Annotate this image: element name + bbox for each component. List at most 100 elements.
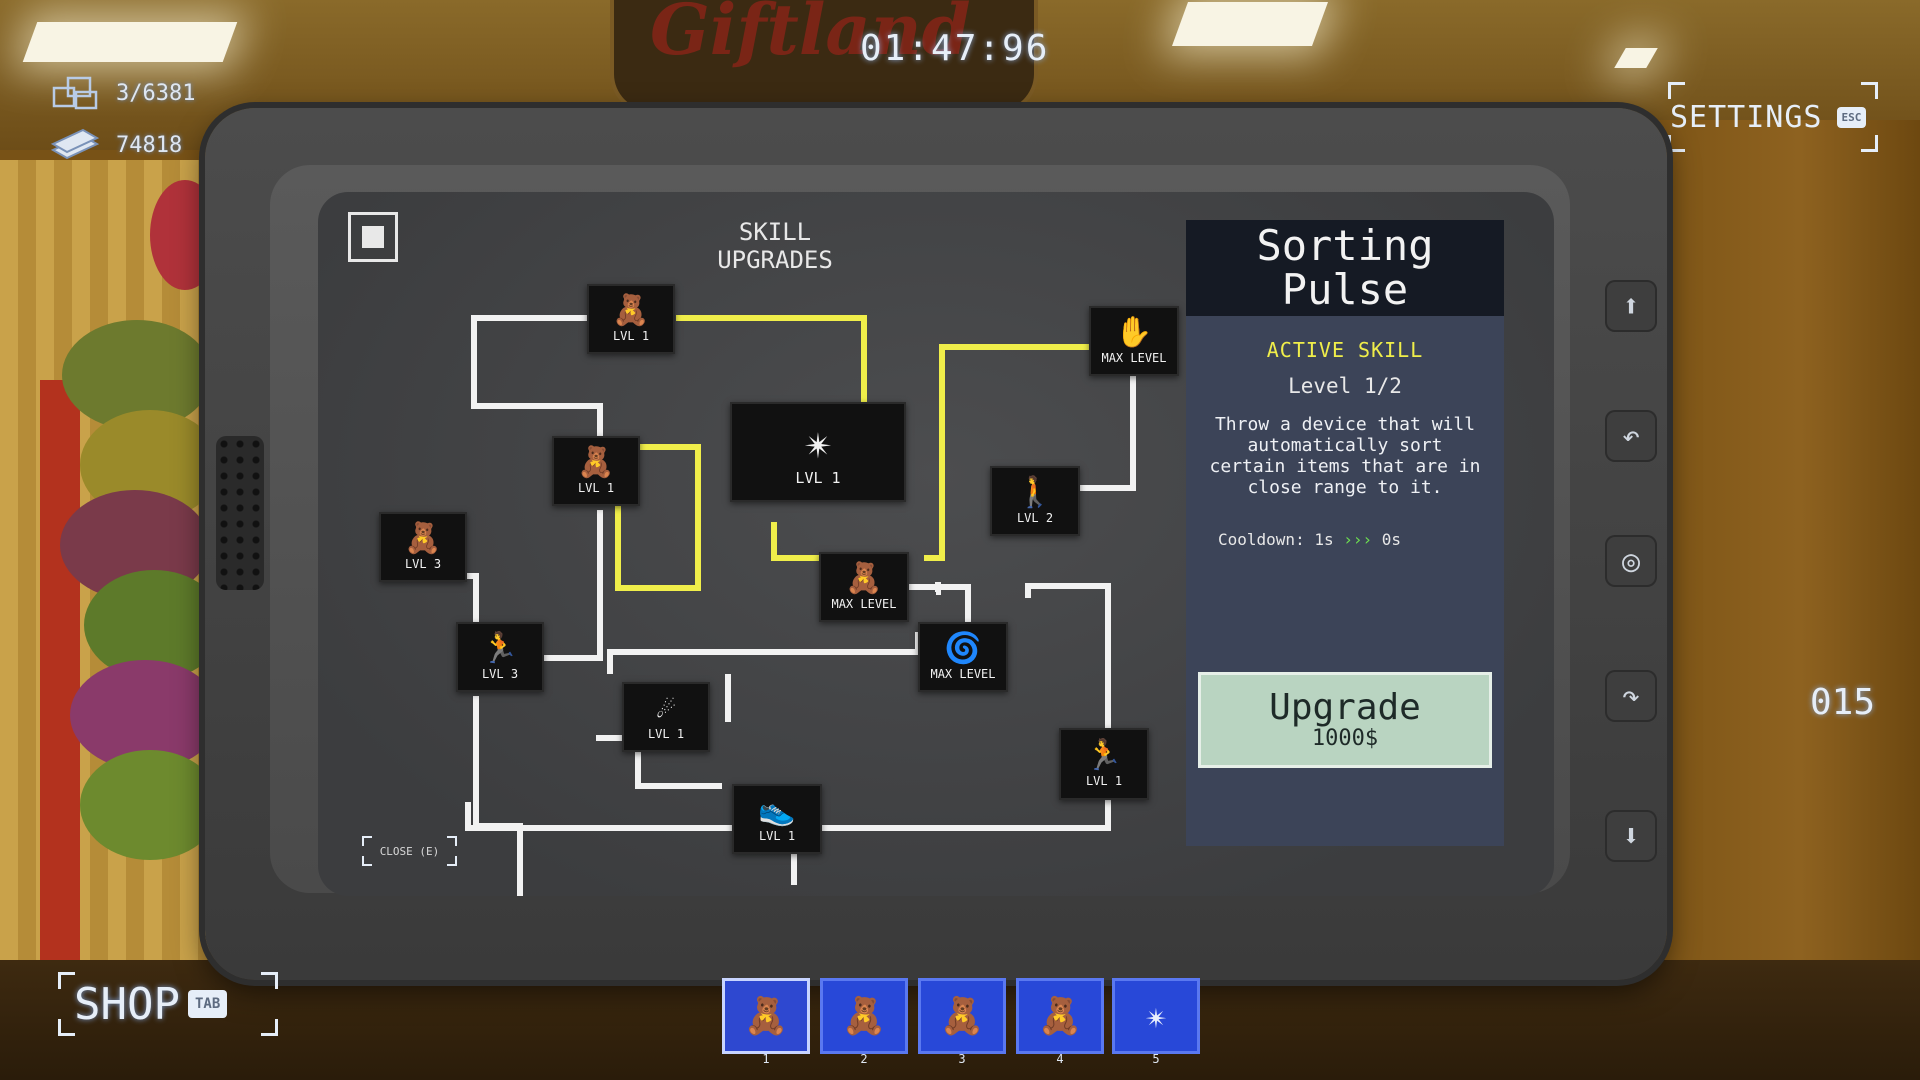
hotbar-slot-number: 3	[958, 1052, 966, 1066]
sorting-pulse-icon: ✴	[804, 415, 832, 469]
bracket-corner	[362, 836, 372, 846]
settings-label: SETTINGS	[1670, 99, 1823, 135]
bracket-corner	[362, 856, 372, 866]
bracket-corner	[261, 1019, 278, 1036]
skill-description: Throw a device that will automatically s…	[1209, 414, 1481, 498]
cooldown-next: 0s	[1381, 530, 1402, 549]
hotbar-slot-number: 5	[1152, 1052, 1160, 1066]
skill-node[interactable]: 🌀 MAX LEVEL	[918, 622, 1008, 692]
bear-shelf-icon: 🧸	[939, 996, 985, 1037]
items-counter: 3/6381	[48, 74, 195, 112]
bracket-corner	[1861, 135, 1878, 152]
bear-conveyor-icon: 🧸	[577, 445, 615, 480]
center-button[interactable]: ◎	[1605, 535, 1657, 587]
bracket-corner	[447, 836, 457, 846]
money-text: 74818	[116, 132, 183, 158]
skill-node-level: LVL 3	[481, 667, 519, 681]
skill-name: Sorting Pulse	[1186, 220, 1504, 316]
skill-tree-title: SKILL UPGRADES	[717, 218, 833, 274]
skill-node[interactable]: 🧸 LVL 1	[552, 436, 640, 506]
screen-power-button[interactable]	[348, 212, 398, 262]
close-hint-button[interactable]: CLOSE (E)	[362, 836, 457, 866]
timer: 01:47:96	[860, 28, 1050, 69]
items-count-text: 3/6381	[116, 80, 196, 106]
esc-key-badge: ESC	[1836, 106, 1867, 128]
bear-in-hand-icon: 🧸	[1037, 996, 1083, 1037]
rotate-left-icon: ↶	[1621, 418, 1641, 454]
red-shelf	[40, 380, 80, 980]
speaker-grille	[216, 436, 264, 590]
arrow-up-icon: ⬆	[1621, 288, 1641, 324]
skill-node-level: LVL 1	[1085, 774, 1123, 788]
skill-node-level: LVL 2	[1016, 511, 1054, 525]
rotate-right-button[interactable]: ↷	[1605, 670, 1657, 722]
skill-node[interactable]: 🚶 LVL 2	[990, 466, 1080, 536]
bracket-corner	[1668, 135, 1685, 152]
skill-node[interactable]: ☄ LVL 1	[622, 682, 710, 752]
skill-node-level: MAX LEVEL	[1101, 351, 1167, 365]
skill-level: Level 1/2	[1288, 374, 1402, 398]
skill-node[interactable]: 👟 LVL 1	[732, 784, 822, 854]
tab-key-badge: TAB	[187, 990, 228, 1018]
side-counter: 015	[1810, 682, 1876, 723]
close-hint-text: CLOSE (E)	[379, 844, 440, 858]
hotbar-slot-5[interactable]: ✴	[1112, 978, 1200, 1054]
upgrade-label: Upgrade	[1269, 687, 1421, 728]
swirl-icon: 🌀	[944, 631, 982, 666]
store-sign-text: Giftland	[650, 0, 971, 71]
bracket-corner	[58, 1019, 75, 1036]
bears-hand-icon: 🧸	[845, 561, 883, 596]
hotbar-slot-2[interactable]: 🧸	[820, 978, 908, 1054]
money-counter: 74818	[48, 126, 182, 164]
skill-node[interactable]: 🧸 LVL 3	[379, 512, 467, 582]
upgrade-button[interactable]: Upgrade 1000$	[1198, 672, 1492, 768]
skill-node-level: LVL 1	[647, 727, 685, 741]
sorting-pulse-icon: ✴	[1145, 995, 1167, 1037]
shoe-icon: 👟	[758, 793, 796, 828]
skill-node-selected[interactable]: ✴ LVL 1	[730, 402, 906, 502]
ceiling-light	[22, 22, 238, 62]
hotbar-slot-number: 4	[1056, 1052, 1064, 1066]
ceiling-light	[1171, 2, 1329, 46]
bracket-corner	[58, 972, 75, 989]
tree-path-highlighted	[615, 315, 1091, 591]
hotbar-slot-4[interactable]: 🧸	[1016, 978, 1104, 1054]
skill-node[interactable]: 🏃 LVL 1	[1059, 728, 1149, 800]
ball-display	[80, 750, 220, 860]
skill-node[interactable]: 🏃 LVL 3	[456, 622, 544, 692]
bracket-corner	[261, 972, 278, 989]
scroll-down-button[interactable]: ⬇	[1605, 810, 1657, 862]
shop-button[interactable]: SHOP TAB	[58, 972, 278, 1036]
boxes-icon	[48, 74, 102, 112]
scroll-up-button[interactable]: ⬆	[1605, 280, 1657, 332]
person-plus-bears-icon: 🚶	[1016, 475, 1054, 510]
upgrade-cost: 1000$	[1311, 726, 1379, 751]
rotate-left-button[interactable]: ↶	[1605, 410, 1657, 462]
hotbar-slot-1[interactable]: 🧸	[722, 978, 810, 1054]
skill-node-level: LVL 1	[612, 329, 650, 343]
right-wall	[1620, 120, 1920, 1000]
skill-node-level: LVL 1	[577, 481, 615, 495]
hand-plus-icon: ✋	[1115, 315, 1153, 350]
square-icon	[362, 226, 384, 248]
hotbar-slot-3[interactable]: 🧸	[918, 978, 1006, 1054]
skill-node[interactable]: 🧸 MAX LEVEL	[819, 552, 909, 622]
skill-info-panel: Sorting Pulse ACTIVE SKILL Level 1/2 Thr…	[1186, 220, 1504, 846]
rotate-right-icon: ↷	[1621, 678, 1641, 714]
hotbar-slot-number: 1	[762, 1052, 770, 1066]
skill-node[interactable]: ✋ MAX LEVEL	[1089, 306, 1179, 376]
bracket-corner	[1668, 82, 1685, 99]
skill-type: ACTIVE SKILL	[1266, 338, 1424, 362]
skill-node-level: LVL 1	[795, 469, 841, 487]
skill-node[interactable]: 🧸 LVL 1	[587, 284, 675, 354]
throw-icon: ☄	[656, 691, 676, 726]
bear-hand-icon: 🧸	[743, 996, 789, 1037]
cooldown-label: Cooldown: 1s	[1218, 530, 1334, 549]
settings-button[interactable]: SETTINGS ESC	[1668, 82, 1878, 152]
skill-node-level: LVL 1	[758, 829, 796, 843]
skill-cooldown: Cooldown: 1s ››› 0s	[1218, 530, 1401, 549]
skill-node-level: MAX LEVEL	[930, 667, 996, 681]
jump-icon: 🏃	[1085, 738, 1123, 773]
shop-label: SHOP	[74, 978, 180, 1030]
cooldown-arrows-icon: ›››	[1343, 530, 1373, 549]
